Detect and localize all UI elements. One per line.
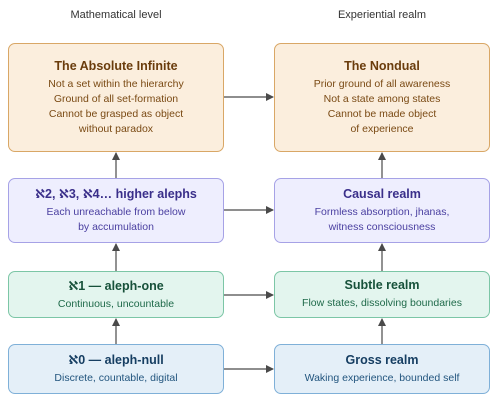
aleph-one-box: ℵ1 — aleph-one Continuous, uncountable — [8, 271, 224, 318]
box-title: ℵ2, ℵ3, ℵ4… higher alephs — [35, 187, 197, 201]
left-column-title: Mathematical level — [70, 9, 162, 21]
box-line: Discrete, countable, digital — [54, 372, 178, 384]
box-line: Ground of all set-formation — [53, 92, 179, 105]
box-line: of experience — [350, 122, 414, 135]
box-line: without paradox — [78, 122, 154, 135]
box-line: Each unreachable from below — [46, 206, 186, 218]
box-line: Cannot be made object — [327, 107, 437, 120]
box-line: by accumulation — [78, 221, 154, 233]
right-column-title: Experiential realm — [337, 9, 427, 21]
box-line: Not a set within the hierarchy — [48, 77, 184, 90]
box-title: Gross realm — [345, 352, 419, 367]
box-line: Not a state among states — [323, 92, 441, 105]
box-line: witness consciousness — [328, 220, 436, 233]
box-title: ℵ0 — aleph-null — [68, 353, 164, 367]
box-title: ℵ1 — aleph-one — [68, 278, 164, 293]
box-title: The Absolute Infinite — [54, 58, 178, 73]
absolute-infinite-box: The Absolute Infinite Not a set within t… — [8, 43, 224, 152]
box-line: Cannot be grasped as object — [48, 107, 184, 120]
box-line: Waking experience, bounded self — [304, 371, 460, 384]
aleph-null-box: ℵ0 — aleph-null Discrete, countable, dig… — [8, 344, 224, 394]
subtle-realm-box: Subtle realm Flow states, dissolving bou… — [274, 271, 490, 318]
box-line: Flow states, dissolving boundaries — [302, 297, 462, 309]
box-line: Formless absorption, jhanas, — [314, 205, 450, 218]
causal-realm-box: Causal realm Formless absorption, jhanas… — [274, 178, 490, 243]
box-line: Prior ground of all awareness — [313, 77, 451, 90]
box-title: The Nondual — [344, 58, 420, 73]
nondual-box: The Nondual Prior ground of all awarenes… — [274, 43, 490, 152]
higher-alephs-box: ℵ2, ℵ3, ℵ4… higher alephs Each unreachab… — [8, 178, 224, 243]
box-title: Causal realm — [343, 186, 421, 201]
box-title: Subtle realm — [344, 278, 420, 292]
gross-realm-box: Gross realm Waking experience, bounded s… — [274, 344, 490, 394]
box-line: Continuous, uncountable — [57, 297, 175, 310]
